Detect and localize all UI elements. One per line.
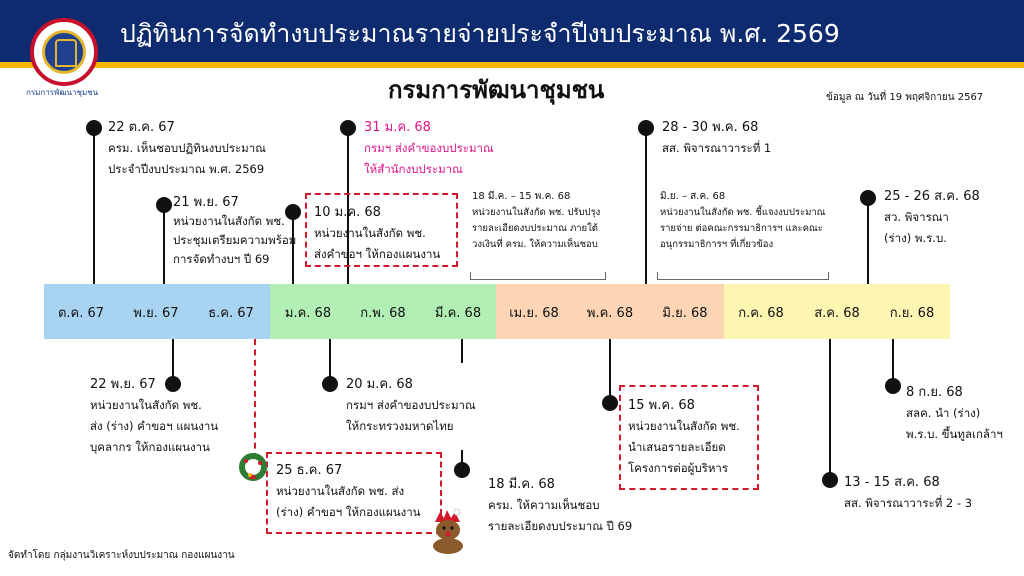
highlight-box: [266, 452, 442, 534]
month-label: พ.ค. 68: [586, 306, 634, 321]
data-date: ข้อมูล ณ วันที่ 19 พฤศจิกายน 2567: [826, 92, 984, 103]
event-28-30-may-68: 28 - 30 พ.ค. 68 สส. พิจารณาวาระที่ 1: [662, 120, 772, 155]
timeline-dot: [86, 120, 102, 136]
event-18-mar-68: 18 มี.ค. 68 ครม. ให้ความเห็นชอบ รายละเอี…: [488, 477, 633, 533]
dashed-connector: [254, 339, 256, 459]
event-20-jan-68: 20 ม.ค. 68 กรมฯ ส่งคำของบประมาณ ให้กระทร…: [346, 377, 476, 433]
timeline-dot: [454, 462, 470, 478]
month-label: มิ.ย. 68: [662, 306, 708, 321]
event-15-may-68: 15 พ.ค. 68 หน่วยงานในสังกัด พช. นำเสนอรา…: [628, 398, 740, 475]
quarter-band-4: [724, 284, 950, 339]
event-21-nov-67: 21 พ.ย. 67 หน่วยงานในสังกัด พช. ประชุมเต…: [173, 195, 297, 266]
connector-line: [645, 128, 647, 284]
month-label: ม.ค. 68: [284, 306, 332, 321]
department-title: กรมการพัฒนาชุมชน: [388, 76, 605, 104]
logo-caption: กรมการพัฒนาชุมชน: [26, 88, 99, 97]
connector-line: [892, 339, 894, 384]
highlight-box: [619, 385, 759, 490]
reindeer-icon: [433, 508, 463, 554]
month-label: ต.ค. 67: [57, 306, 105, 321]
event-22-oct-67: 22 ต.ค. 67 ครม. เห็นชอบปฏิทินงบประมาณ ปร…: [108, 120, 266, 176]
timeline-dot: [156, 197, 172, 213]
event-25-26-aug-68: 25 - 26 ส.ค. 68 สว. พิจารณา (ร่าง) พ.ร.บ…: [884, 189, 980, 245]
month-label: ส.ค. 68: [814, 306, 860, 321]
timeline-dot: [885, 378, 901, 394]
event-18-mar-15-may-68: 18 มี.ค. – 15 พ.ค. 68 หน่วยงานในสังกัด พ…: [472, 191, 601, 250]
connector-line: [329, 339, 331, 384]
event-22-nov-67: 22 พ.ย. 67 หน่วยงานในสังกัด พช. ส่ง (ร่า…: [90, 377, 219, 454]
event-10-jan-68: 10 ม.ค. 68 หน่วยงานในสังกัด พช. ส่งคำขอฯ…: [314, 205, 441, 261]
month-label: ธ.ค. 67: [208, 306, 254, 321]
christmas-wreath-icon: [239, 453, 267, 481]
connector-line: [347, 128, 349, 284]
month-label: ก.ค. 68: [738, 306, 784, 321]
event-13-15-aug-68: 13 - 15 ส.ค. 68 สส. พิจารณาวาระที่ 2 - 3: [844, 475, 973, 510]
month-label: ก.ย. 68: [889, 306, 935, 321]
header-bar: [0, 0, 1024, 62]
connector-line: [461, 450, 463, 468]
event-25-dec-67: 25 ธ.ค. 67 หน่วยงานในสังกัด พช. ส่ง (ร่า…: [276, 463, 421, 519]
quarter-band-3: [496, 284, 724, 339]
event-8-sep-68: 8 ก.ย. 68 สลค. นำ (ร่าง) พ.ร.บ. ขึ้นทูลเ…: [906, 385, 1003, 441]
timeline-dot: [285, 204, 301, 220]
timeline-dot: [638, 120, 654, 136]
page-title: ปฏิทินการจัดทำงบประมาณรายจ่ายประจำปีงบปร…: [120, 19, 840, 48]
connector-line: [292, 212, 294, 284]
highlight-box: [305, 193, 458, 267]
event-jun-aug-68: มิ.ย. – ส.ค. 68 หน่วยงานในสังกัด พช. ชี้…: [660, 191, 826, 250]
quarter-band-2: [270, 284, 496, 339]
connector-line: [829, 339, 831, 479]
connector-line: [609, 339, 611, 401]
timeline-dot: [822, 472, 838, 488]
header-stripe: [0, 62, 1024, 68]
department-seal-icon: [30, 18, 98, 86]
month-label: พ.ย. 67: [133, 306, 179, 321]
event-31-jan-68: 31 ม.ค. 68 กรมฯ ส่งคำของบประมาณ ให้สำนัก…: [364, 120, 494, 176]
month-label: ก.พ. 68: [360, 306, 406, 321]
range-bracket: [470, 272, 606, 280]
footer-credit: จัดทำโดย กลุ่มงานวิเคราะห์งบประมาณ กองแผ…: [8, 550, 235, 561]
quarter-band-1: [44, 284, 270, 339]
timeline-dot: [340, 120, 356, 136]
connector-line: [163, 204, 165, 284]
connector-line: [93, 128, 95, 284]
month-label: เม.ย. 68: [509, 306, 559, 321]
month-label: มี.ค. 68: [434, 306, 482, 321]
connector-line: [461, 339, 463, 363]
timeline-dot: [860, 190, 876, 206]
connector-line: [867, 197, 869, 284]
timeline-dot: [322, 376, 338, 392]
timeline-dot: [602, 395, 618, 411]
connector-line: [172, 339, 174, 384]
timeline-dot: [165, 376, 181, 392]
range-bracket: [657, 272, 829, 280]
